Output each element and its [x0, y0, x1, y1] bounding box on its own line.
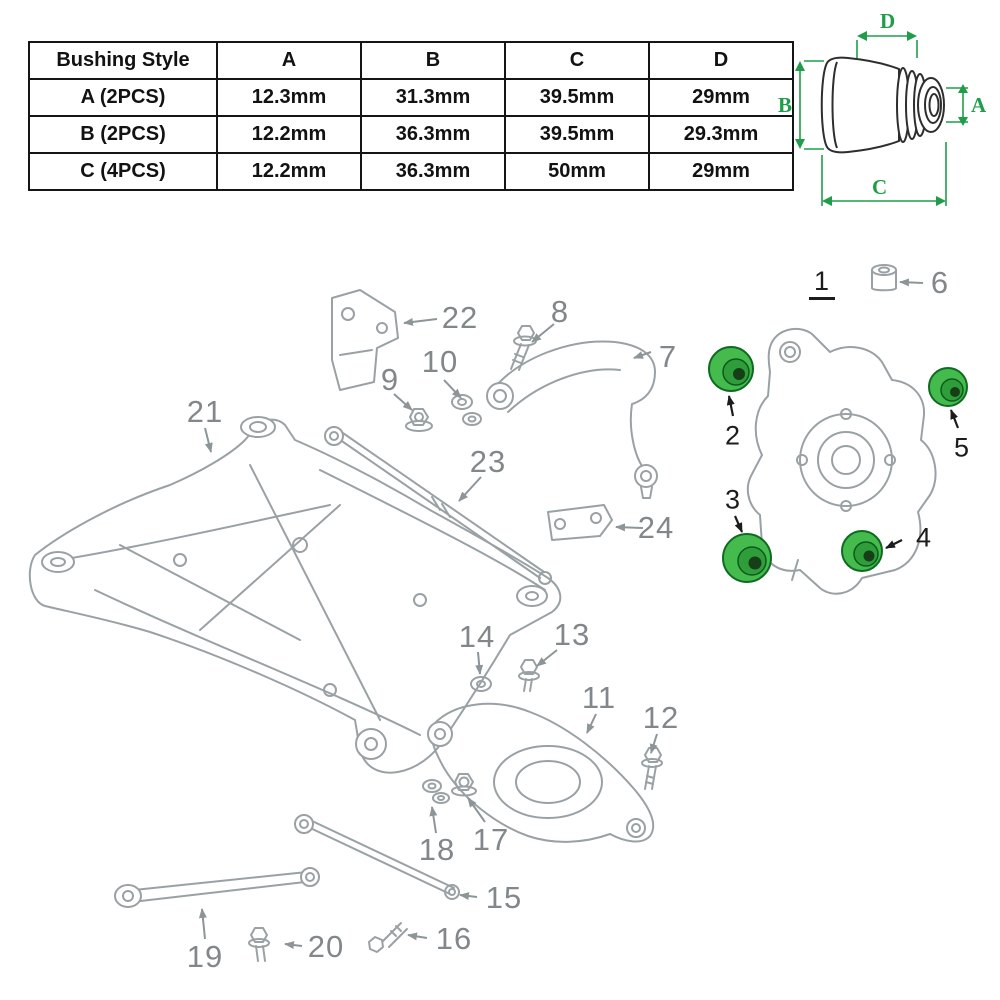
- table-cell: 36.3mm: [360, 152, 506, 191]
- table-cell: 29mm: [648, 152, 794, 191]
- callout-6: 6: [930, 265, 950, 300]
- nut-9-drawing: [405, 408, 433, 432]
- nut-17-drawing: [451, 773, 477, 797]
- bushing-3-highlight: [722, 533, 772, 583]
- table-cell: 50mm: [504, 152, 650, 191]
- bushing-4-highlight: [841, 530, 883, 572]
- washer-14-drawing: [470, 676, 492, 692]
- table-cell: B (2PCS): [28, 115, 218, 154]
- callout-13: 13: [553, 617, 591, 652]
- table-header-cell: C: [504, 41, 650, 80]
- table-cell: A (2PCS): [28, 78, 218, 117]
- bolt-20-drawing: [248, 927, 270, 962]
- dim-label-d: D: [880, 9, 895, 33]
- callout-5: 5: [953, 432, 971, 463]
- table-header-cell: A: [216, 41, 362, 80]
- bushing-spec-table: Bushing Style A B C D A (2PCS) 12.3mm 31…: [28, 41, 794, 191]
- table-cell: 12.3mm: [216, 78, 362, 117]
- rod-23-drawing: [324, 426, 552, 585]
- washers-10-drawing: [451, 394, 482, 426]
- table-cell: 31.3mm: [360, 78, 506, 117]
- knuckle-drawing: [746, 327, 937, 595]
- callout-3: 3: [724, 484, 742, 515]
- callout-1: 1: [808, 266, 836, 300]
- callout-22: 22: [441, 300, 479, 335]
- lower-arm-drawing: [427, 702, 655, 843]
- table-header-row: Bushing Style A B C D: [28, 41, 794, 80]
- callout-12: 12: [642, 700, 680, 735]
- table-cell: 29.3mm: [648, 115, 794, 154]
- callout-23: 23: [469, 444, 507, 479]
- washers-18-drawing: [422, 779, 450, 804]
- callout-8: 8: [550, 294, 570, 329]
- table-header-cell: B: [360, 41, 506, 80]
- table-cell: C (4PCS): [28, 152, 218, 191]
- table-row: B (2PCS) 12.2mm 36.3mm 39.5mm 29.3mm: [28, 115, 794, 154]
- bushing-5-highlight: [928, 367, 968, 407]
- callout-24: 24: [637, 510, 675, 545]
- callout-20: 20: [307, 929, 345, 964]
- callout-16: 16: [435, 921, 473, 956]
- table-row: A (2PCS) 12.3mm 31.3mm 39.5mm 29mm: [28, 78, 794, 117]
- rod-19-drawing: [114, 867, 320, 908]
- table-cell: 12.2mm: [216, 152, 362, 191]
- callout-10: 10: [421, 344, 459, 379]
- upper-arm-drawing: [486, 340, 658, 499]
- bracket-24-drawing: [547, 504, 613, 541]
- table-cell: 12.2mm: [216, 115, 362, 154]
- table-header-cell: D: [648, 41, 794, 80]
- bolt-13-drawing: [518, 659, 540, 692]
- bushing-dimension-diagram: D B A C: [778, 9, 987, 206]
- rod-15-drawing: [294, 814, 460, 900]
- dim-label-c: C: [872, 175, 887, 199]
- table-cell: 39.5mm: [504, 115, 650, 154]
- table-cell: 29mm: [648, 78, 794, 117]
- callout-18: 18: [418, 832, 456, 867]
- bracket-22-drawing: [331, 289, 399, 391]
- callout-11: 11: [581, 680, 617, 715]
- callout-15: 15: [485, 880, 523, 915]
- table-header-cell: Bushing Style: [28, 41, 218, 80]
- callout-19: 19: [186, 939, 224, 974]
- callout-14: 14: [458, 619, 496, 654]
- callout-4: 4: [915, 522, 933, 553]
- bolt-12-drawing: [641, 747, 663, 790]
- table-cell: 36.3mm: [360, 115, 506, 154]
- dim-label-b: B: [778, 93, 792, 117]
- table-cell: 39.5mm: [504, 78, 650, 117]
- callout-2: 2: [724, 420, 742, 451]
- leader-arrows: [198, 278, 924, 950]
- subframe-drawing: [28, 416, 562, 774]
- callout-7: 7: [658, 339, 678, 374]
- dim-label-a: A: [971, 93, 987, 117]
- callout-17: 17: [472, 822, 510, 857]
- bushing-arrows: [726, 395, 960, 549]
- bolt-16-drawing: [368, 922, 408, 953]
- callout-9: 9: [380, 362, 400, 397]
- callout-21: 21: [186, 394, 224, 429]
- table-row: C (4PCS) 12.2mm 36.3mm 50mm 29mm: [28, 152, 794, 191]
- bushing-6-drawing: [871, 264, 897, 292]
- bushing-2-highlight: [708, 346, 754, 392]
